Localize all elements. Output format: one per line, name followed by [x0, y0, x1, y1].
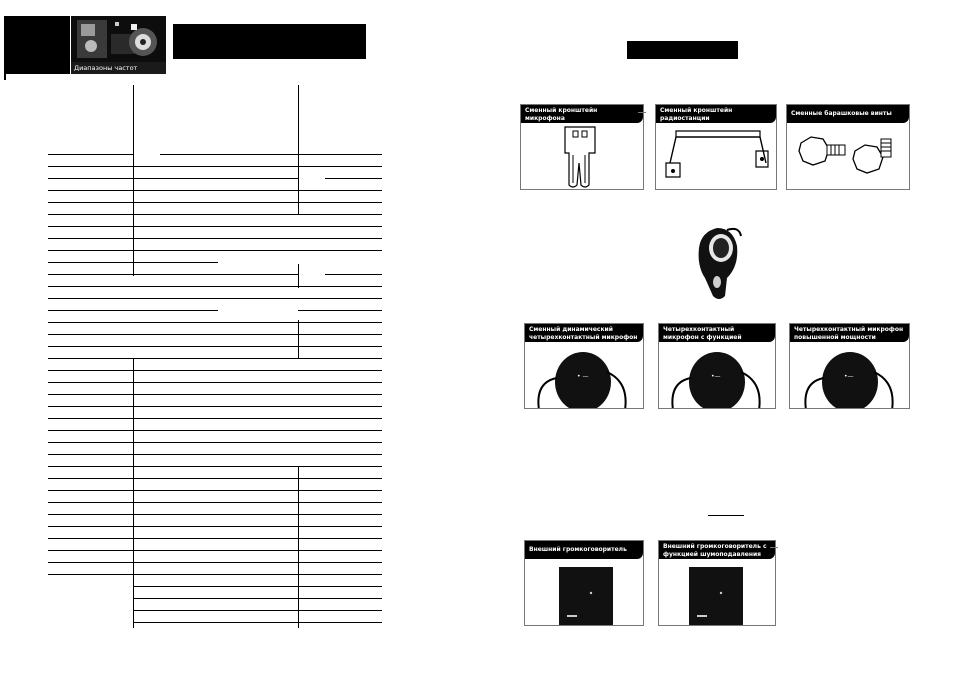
noise-cancel-speaker-icon	[689, 567, 743, 625]
decorative-rule	[708, 515, 744, 516]
header-black-block	[4, 16, 70, 80]
table-row	[48, 154, 133, 155]
table-row	[48, 238, 382, 239]
card-label: Сменный динамический четырехконтактный м…	[525, 324, 643, 342]
power-microphone-icon: •—	[804, 352, 894, 408]
table-row	[48, 262, 218, 263]
svg-text:•—: •—	[711, 373, 721, 380]
accessory-card-radio-bracket: Сменный кронштейн радиостанции	[655, 104, 777, 190]
card-label: Сменный кронштейн радиостанции	[656, 105, 776, 123]
table-row	[325, 274, 382, 275]
table-column-divider	[133, 358, 134, 628]
accessory-card-mic-bracket: Сменный кронштейн микрофона	[520, 104, 644, 190]
table-row	[48, 394, 382, 395]
table-row	[48, 166, 382, 167]
table-row	[48, 358, 382, 359]
card-label: Сменный кронштейн микрофона	[521, 105, 643, 123]
card-label: Внешний громкоговоритель	[525, 541, 643, 559]
accessory-card-thumb-screws: Сменные барашковые винты	[786, 104, 910, 190]
label-connector	[770, 547, 778, 548]
svg-text:•—: •—	[844, 373, 854, 380]
table-row	[48, 454, 382, 455]
table-row	[48, 418, 382, 419]
table-column-divider	[298, 466, 299, 628]
table-row	[133, 598, 382, 599]
table-row	[133, 586, 382, 587]
table-row	[48, 214, 382, 215]
table-row	[48, 334, 382, 335]
label-connector	[638, 112, 646, 113]
microphone-card-power: Четырехконтактный микрофон повышенной мо…	[789, 323, 910, 409]
table-row	[48, 502, 382, 503]
table-row	[48, 370, 382, 371]
mic-bracket-icon	[564, 126, 596, 188]
table-column-divider	[133, 85, 134, 276]
table-row	[48, 574, 382, 575]
table-row	[48, 466, 382, 467]
spec-table	[0, 0, 390, 694]
table-row	[133, 610, 382, 611]
header-photo: Диапазоны частот	[71, 16, 166, 74]
table-column-divider	[298, 85, 299, 215]
thumb-screws-icon	[798, 136, 892, 174]
table-row	[48, 286, 382, 287]
table-row	[48, 346, 382, 347]
card-label: Четырехконтактный микрофон с функцией по…	[659, 324, 775, 342]
table-row	[48, 490, 382, 491]
table-row	[48, 382, 382, 383]
table-row	[48, 250, 382, 251]
table-column-divider	[298, 320, 299, 358]
table-row	[48, 322, 382, 323]
table-row	[48, 310, 218, 311]
table-row	[48, 526, 382, 527]
table-row	[48, 430, 382, 431]
table-row	[48, 406, 382, 407]
radio-bracket-icon	[665, 130, 769, 178]
radio-photo-icon	[71, 16, 166, 74]
page-title-bar	[627, 41, 738, 59]
speaker-card-external: Внешний громкоговоритель	[524, 540, 644, 626]
microphone-illustration-icon	[698, 227, 742, 299]
table-row	[48, 190, 382, 191]
table-row	[298, 310, 382, 311]
table-row	[133, 622, 382, 623]
table-row	[48, 274, 298, 275]
table-column-divider	[298, 264, 299, 288]
card-label: Сменные барашковые винты	[787, 105, 909, 123]
dynamic-microphone-icon: • —	[537, 352, 627, 408]
table-row	[48, 298, 382, 299]
table-row	[48, 538, 382, 539]
card-label: Внешний громкоговоритель с функцией шумо…	[659, 541, 775, 559]
table-row	[48, 226, 382, 227]
table-row	[48, 550, 382, 551]
microphone-card-dynamic: Сменный динамический четырехконтактный м…	[524, 323, 644, 409]
table-row	[48, 562, 382, 563]
table-row	[48, 178, 298, 179]
header-title-bar	[173, 24, 366, 59]
table-row	[160, 154, 382, 155]
microphone-card-noise-cancel: Четырехконтактный микрофон с функцией по…	[658, 323, 776, 409]
table-row	[325, 178, 382, 179]
header-caption: Диапазоны частот	[71, 62, 166, 74]
table-row	[48, 478, 382, 479]
speaker-card-noise-cancel: Внешний громкоговоритель с функцией шумо…	[658, 540, 776, 626]
external-speaker-icon	[559, 567, 613, 625]
card-label: Четырехконтактный микрофон повышенной мо…	[790, 324, 909, 342]
table-row	[48, 202, 382, 203]
noise-cancel-microphone-icon: •—	[671, 352, 761, 408]
table-row	[48, 442, 382, 443]
svg-text:• —: • —	[577, 373, 588, 380]
table-row	[48, 514, 382, 515]
